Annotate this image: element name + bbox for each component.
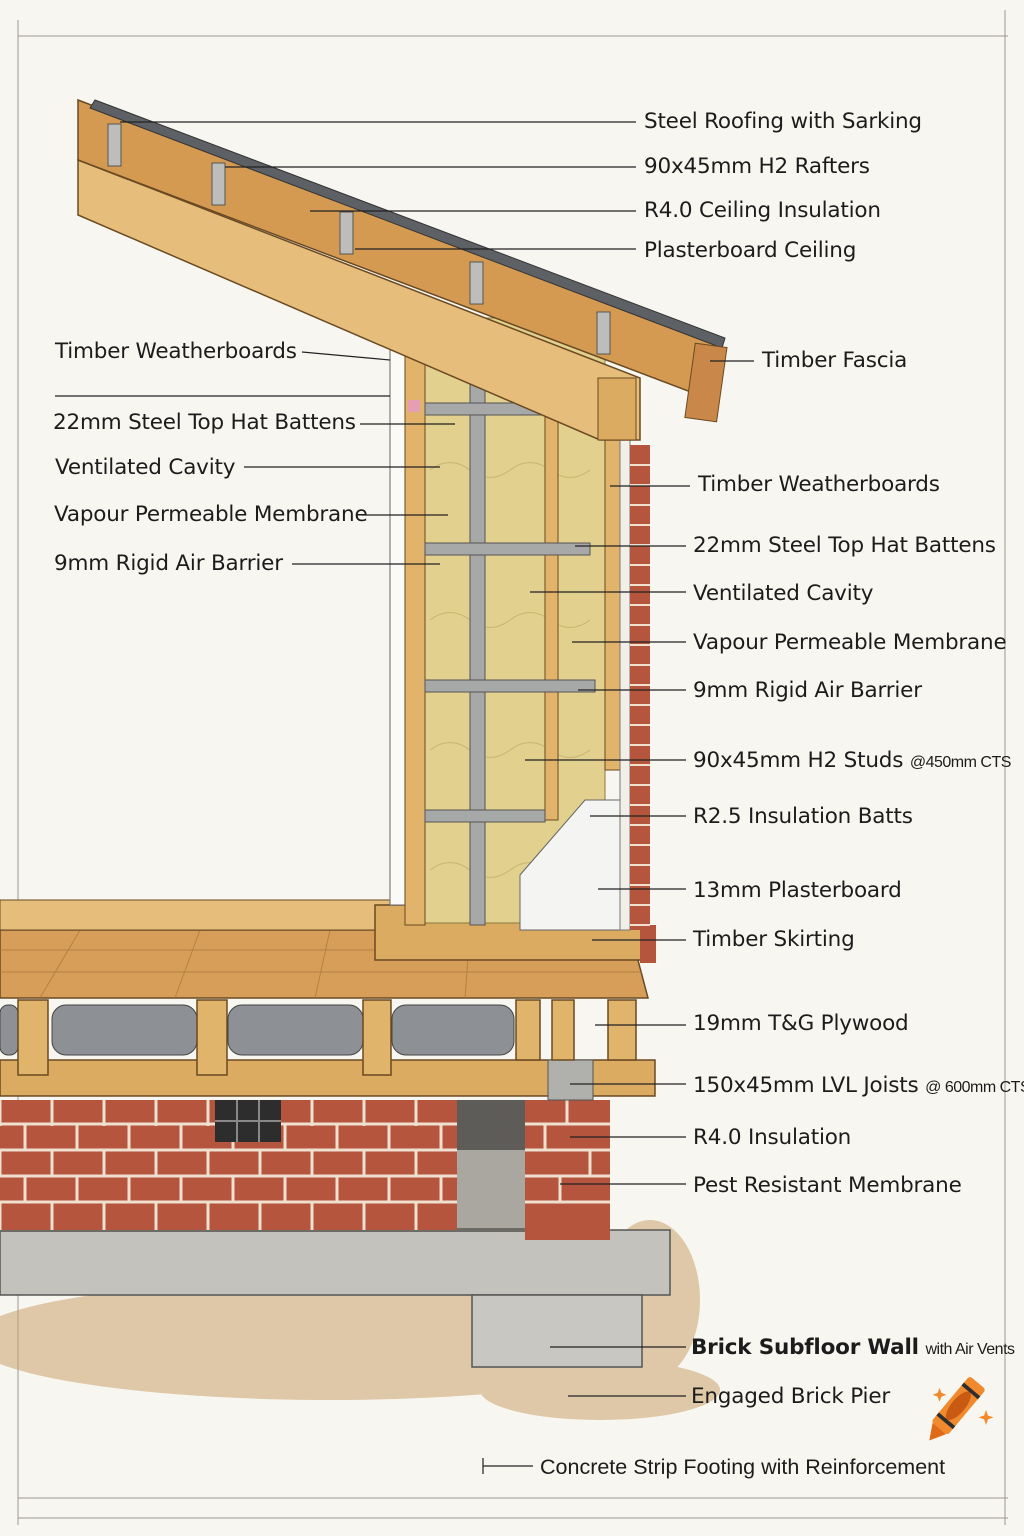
label-studs-note: @450mm CTS (909, 754, 1012, 771)
label-lvl-joists: 150x45mm LVL Joists @ 600mm CTS (693, 1075, 1024, 1097)
label-plasterboard: 13mm Plasterboard (693, 878, 902, 903)
label-studs: 90x45mm H2 Studs @450mm CTS (693, 750, 1011, 772)
engaged-brick-pier (525, 1100, 610, 1240)
label-floor-insulation: R4.0 Insulation (693, 1125, 852, 1150)
label-plywood: 19mm T&G Plywood (693, 1011, 909, 1036)
steel-bracket (547, 1059, 594, 1101)
bearer (0, 1059, 656, 1097)
label-timber-skirting: Timber Skirting (693, 927, 855, 952)
label-strip-footing: Concrete Strip Footing with Reinforcemen… (540, 1455, 946, 1479)
vertical-steel-batten (469, 339, 486, 926)
label-insulation-batts: R2.5 Insulation Batts (693, 804, 913, 829)
label-air-barrier-left: 9mm Rigid Air Barrier (54, 551, 283, 576)
crayon-icon (929, 1377, 994, 1441)
label-brick-subfloor-note: with Air Vents (925, 1341, 1015, 1358)
label-timber-weatherboards-left: Timber Weatherboards (55, 339, 297, 364)
air-barrier (619, 439, 631, 931)
roof-brackets (107, 123, 611, 355)
label-brick-subfloor-text: Brick Subfloor Wall (691, 1335, 919, 1360)
wall-stud (604, 439, 621, 771)
brick-subfloor-wall (0, 1100, 457, 1230)
timber-fascia (684, 342, 728, 423)
air-vent-icon (215, 1100, 281, 1142)
timber-weatherboards (630, 445, 650, 930)
label-steel-roofing: Steel Roofing with Sarking (644, 109, 922, 134)
lvl-joists (17, 999, 637, 1076)
label-top-hat-battens-right: 22mm Steel Top Hat Battens (693, 533, 996, 558)
label-lvl-joists-text: 150x45mm LVL Joists (693, 1073, 919, 1098)
label-brick-subfloor: Brick Subfloor Wall with Air Vents (691, 1337, 1015, 1359)
label-ventilated-cavity-right: Ventilated Cavity (693, 581, 874, 606)
label-top-hat-battens-left: 22mm Steel Top Hat Battens (53, 410, 356, 435)
concrete-footing (471, 1294, 643, 1368)
label-rafters: 90x45mm H2 Rafters (644, 154, 870, 179)
label-timber-fascia: Timber Fascia (762, 348, 908, 373)
leader-lines (55, 121, 754, 1474)
label-vapour-membrane-left: Vapour Permeable Membrane (54, 502, 368, 527)
label-air-barrier-right: 9mm Rigid Air Barrier (693, 678, 922, 703)
label-ceiling-insulation: R4.0 Ceiling Insulation (644, 198, 881, 223)
label-plasterboard-ceiling: Plasterboard Ceiling (644, 238, 857, 263)
top-hat-battens (424, 402, 606, 823)
interior-wall (389, 309, 407, 906)
floor-insulation (0, 1004, 515, 1056)
label-vapour-membrane-right: Vapour Permeable Membrane (693, 630, 1007, 655)
label-pest-membrane: Pest Resistant Membrane (693, 1173, 962, 1198)
label-timber-weatherboards-right: Timber Weatherboards (698, 472, 940, 497)
label-studs-text: 90x45mm H2 Studs (693, 748, 904, 773)
label-brick-pier: Engaged Brick Pier (691, 1384, 890, 1409)
label-lvl-joists-note: @ 600mm CTS (925, 1079, 1024, 1096)
label-ventilated-cavity-left: Ventilated Cavity (55, 455, 236, 480)
